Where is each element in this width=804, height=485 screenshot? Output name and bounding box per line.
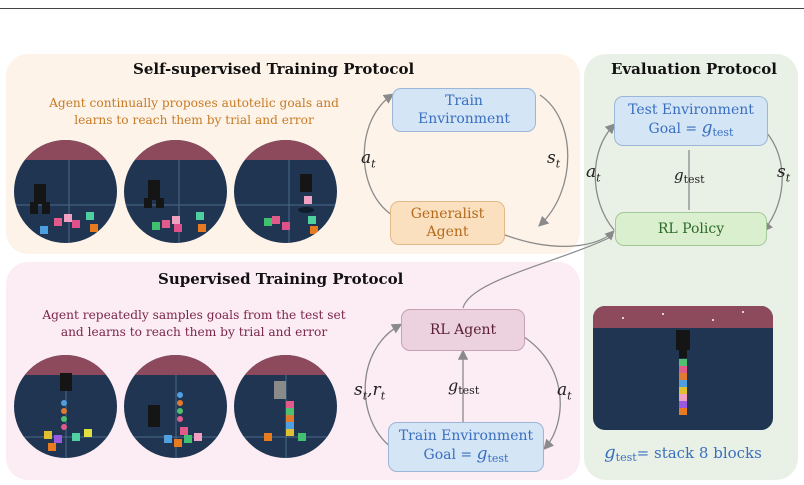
supervised-description: Agent repeatedly samples goals from the … [24, 307, 364, 341]
self-desc-line2: learns to reach them by trial and error [74, 113, 314, 127]
eval-state-label: st [777, 162, 791, 185]
eval-action-label: at [586, 162, 601, 185]
train-env-line1: Train [445, 93, 483, 109]
test-env-goal: Goal = gtest [648, 117, 734, 139]
evaluation-scene-image [593, 306, 773, 430]
self-state-label: st [547, 148, 561, 171]
generalist-agent-line2: Agent [426, 224, 469, 240]
self-desc-line1: Agent continually proposes autotelic goa… [49, 96, 339, 110]
evaluation-goal-caption: gtest= stack 8 blocks [604, 442, 762, 464]
sup-env-goal: Goal = gtest [423, 443, 509, 465]
generalist-agent-box: Generalist Agent [390, 201, 505, 245]
self-supervised-description: Agent continually proposes autotelic goa… [24, 95, 364, 129]
eval-goal-arrow-label: gtest [674, 166, 705, 186]
train-env-line2: Environment [418, 111, 510, 127]
sup-desc-line2: and learns to reach them by trial and er… [60, 325, 328, 339]
rl-agent-box: RL Agent [401, 309, 525, 351]
self-supervised-loop-arrows [363, 93, 569, 227]
sup-env-line1: Train Environment [398, 427, 534, 444]
test-env-line1: Test Environment [628, 101, 754, 118]
sup-action-label: at [557, 380, 572, 403]
self-supervised-title: Self-supervised Training Protocol [133, 60, 415, 78]
test-environment-box: Test Environment Goal = gtest [614, 96, 768, 146]
self-action-label: at [361, 148, 376, 171]
generalist-agent-line1: Generalist [410, 206, 485, 222]
sup-goal-arrow-label: gtest [448, 376, 480, 397]
sup-desc-line1: Agent repeatedly samples goals from the … [42, 308, 346, 322]
sup-scene-thumbnail-2 [124, 355, 227, 458]
stacked-blocks-scene [593, 306, 773, 415]
top-rule [0, 8, 804, 9]
rl-agent-label: RL Agent [429, 322, 497, 338]
evaluation-title: Evaluation Protocol [611, 60, 777, 78]
self-scene-thumbnail-1 [14, 140, 117, 243]
supervised-title: Supervised Training Protocol [158, 270, 404, 288]
sup-train-environment-box: Train Environment Goal = gtest [388, 422, 544, 472]
sup-state-reward-label: st,rt [354, 380, 386, 403]
self-scene-thumbnail-3 [234, 140, 337, 243]
train-environment-box: Train Environment [392, 88, 536, 132]
rl-policy-label: RL Policy [657, 221, 725, 237]
rl-policy-box: RL Policy [615, 212, 767, 246]
